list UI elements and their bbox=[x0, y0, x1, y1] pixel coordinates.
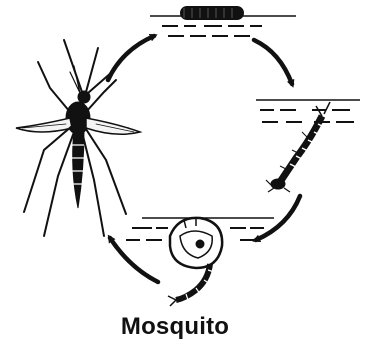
larva-icon bbox=[256, 100, 360, 192]
pupa-icon bbox=[126, 218, 274, 306]
diagram-caption: Mosquito bbox=[0, 313, 350, 341]
arrow-eggs-to-larva bbox=[254, 40, 292, 84]
arrow-pupa-to-adult bbox=[110, 238, 158, 282]
egg-raft-icon bbox=[150, 6, 296, 36]
adult-mosquito-icon bbox=[16, 40, 140, 236]
arrow-adult-to-eggs bbox=[108, 36, 154, 80]
